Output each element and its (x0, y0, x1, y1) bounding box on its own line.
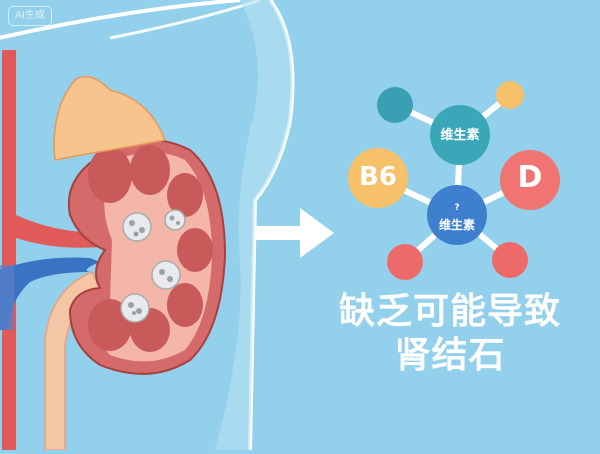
atom-small-teal (377, 87, 413, 123)
atom-small-red-right (492, 242, 528, 278)
ai-generated-watermark: AI生成 (8, 6, 52, 26)
b6-label: B6 (359, 162, 397, 192)
kidney-stone (120, 209, 186, 323)
d-label: D (517, 160, 543, 195)
atom-vitamin-lower (427, 185, 487, 245)
arrow-right-icon (256, 208, 334, 258)
lower-vitamin-top-label: ? (454, 203, 460, 213)
atom-small-red-left (387, 244, 423, 280)
vitamin-label: 维生素 (440, 128, 480, 143)
atom-d (500, 150, 560, 210)
headline-line-1: 缺乏可能导致 (338, 291, 561, 332)
atom-small-yellow (496, 81, 524, 109)
atom-vitamin (430, 105, 490, 165)
headline-line-2: 肾结石 (394, 335, 506, 376)
headline: 缺乏可能导致 肾结石 (300, 290, 600, 378)
atom-b6 (348, 148, 408, 208)
lower-vitamin-label: 维生素 (438, 218, 475, 232)
